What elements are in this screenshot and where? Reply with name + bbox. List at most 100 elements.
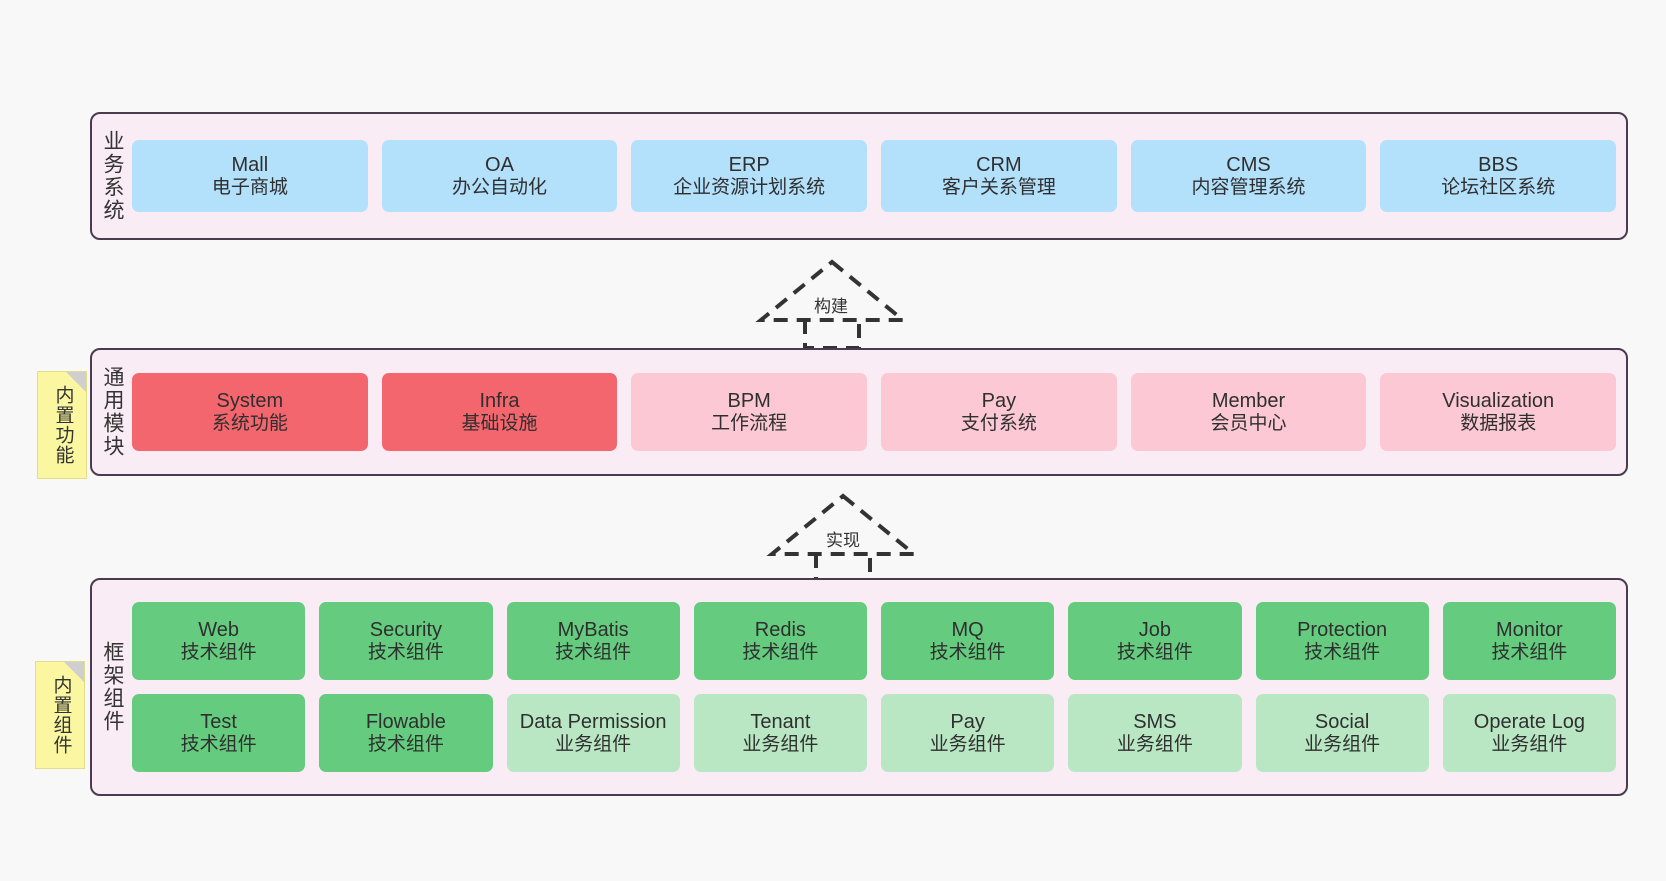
module-card-title: Operate Log: [1473, 710, 1585, 733]
module-card-subtitle: 技术组件: [1304, 641, 1381, 663]
module-card-title: Job: [1138, 618, 1171, 641]
module-card-web[interactable]: Web 技术组件: [132, 602, 306, 680]
module-card-title: Social: [1314, 710, 1370, 733]
note-label: 内置功能: [52, 385, 74, 465]
layer-row: System 系统功能 Infra 基础设施 BPM 工作流程 Pay 支付系统…: [132, 373, 1617, 451]
module-card-pay[interactable]: Pay 支付系统: [881, 373, 1117, 451]
module-card-subtitle: 电子商城: [211, 176, 288, 198]
module-card-title: SMS: [1133, 710, 1177, 733]
module-card-subtitle: 业务组件: [929, 733, 1006, 755]
module-card-job[interactable]: Job 技术组件: [1068, 602, 1242, 680]
module-card-subtitle: 技术组件: [929, 641, 1006, 663]
module-card-security[interactable]: Security 技术组件: [319, 602, 493, 680]
module-card-bbs[interactable]: BBS 论坛社区系统: [1380, 140, 1617, 212]
layer-body-framework: Web 技术组件 Security 技术组件 MyBatis 技术组件 Redi…: [132, 580, 1626, 794]
module-card-subtitle: 数据报表: [1460, 412, 1537, 434]
module-card-subtitle: 业务组件: [1116, 733, 1193, 755]
layer-row: Web 技术组件 Security 技术组件 MyBatis 技术组件 Redi…: [132, 602, 1616, 680]
module-card-subtitle: 技术组件: [1116, 641, 1193, 663]
note-builtin-component[interactable]: 内置组件: [35, 661, 85, 769]
module-card-sms[interactable]: SMS 业务组件: [1068, 694, 1242, 772]
module-card-protection[interactable]: Protection 技术组件: [1255, 602, 1429, 680]
module-card-pay-business[interactable]: Pay 业务组件: [881, 694, 1055, 772]
module-card-subtitle: 企业资源计划系统: [673, 176, 826, 198]
module-card-title: Protection: [1297, 618, 1388, 641]
module-card-cms[interactable]: CMS 内容管理系统: [1130, 140, 1367, 212]
layer-label-framework: 框架组件: [101, 641, 125, 733]
module-card-system[interactable]: System 系统功能: [132, 373, 368, 451]
layer-row: Test 技术组件 Flowable 技术组件 Data Permission …: [132, 694, 1616, 772]
module-card-title: Redis: [754, 618, 806, 641]
module-card-subtitle: 基础设施: [461, 412, 538, 434]
module-card-monitor[interactable]: Monitor 技术组件: [1442, 602, 1616, 680]
module-card-social[interactable]: Social 业务组件: [1255, 694, 1429, 772]
module-card-subtitle: 技术组件: [742, 641, 819, 663]
module-card-title: MyBatis: [557, 618, 629, 641]
module-card-title: Tenant: [750, 710, 811, 733]
generalization-triangle: [755, 259, 909, 322]
module-card-title: Flowable: [365, 710, 446, 733]
module-card-subtitle: 论坛社区系统: [1441, 176, 1556, 198]
module-card-title: Web: [198, 618, 239, 641]
connector-implement-label: 实现: [826, 531, 860, 550]
layer-body-module: System 系统功能 Infra 基础设施 BPM 工作流程 Pay 支付系统…: [132, 350, 1626, 474]
module-card-subtitle: 业务组件: [1304, 733, 1381, 755]
layer-label-business: 业务系统: [101, 130, 125, 222]
note-builtin-function[interactable]: 内置功能: [37, 371, 87, 479]
module-card-subtitle: 系统功能: [211, 412, 288, 434]
module-card-flowable[interactable]: Flowable 技术组件: [319, 694, 493, 772]
folded-corner-icon: [64, 662, 84, 682]
module-card-bpm[interactable]: BPM 工作流程: [631, 373, 868, 451]
module-card-crm[interactable]: CRM 客户关系管理: [881, 140, 1117, 212]
module-card-subtitle: 客户关系管理: [941, 176, 1056, 198]
module-card-subtitle: 技术组件: [555, 641, 632, 663]
module-card-infra[interactable]: Infra 基础设施: [381, 373, 618, 451]
module-card-title: OA: [485, 153, 514, 176]
module-card-subtitle: 业务组件: [555, 733, 632, 755]
module-card-tenant[interactable]: Tenant 业务组件: [693, 694, 867, 772]
module-card-title: CMS: [1226, 153, 1271, 176]
module-card-subtitle: 支付系统: [960, 412, 1037, 434]
module-card-erp[interactable]: ERP 企业资源计划系统: [631, 140, 868, 212]
layer-row: Mall 电子商城 OA 办公自动化 ERP 企业资源计划系统 CRM 客户关系…: [132, 140, 1617, 212]
module-card-title: MQ: [951, 618, 984, 641]
layer-common-modules[interactable]: 通用模块 System 系统功能 Infra 基础设施 BPM 工作流程 Pay…: [90, 348, 1628, 476]
module-card-title: Test: [200, 710, 237, 733]
module-card-title: BBS: [1478, 153, 1519, 176]
module-card-subtitle: 内容管理系统: [1191, 176, 1306, 198]
module-card-member[interactable]: Member 会员中心: [1130, 373, 1367, 451]
module-card-visualization[interactable]: Visualization 数据报表: [1380, 373, 1617, 451]
module-card-mq[interactable]: MQ 技术组件: [881, 602, 1055, 680]
module-card-redis[interactable]: Redis 技术组件: [693, 602, 867, 680]
module-card-operate-log[interactable]: Operate Log 业务组件: [1442, 694, 1616, 772]
module-card-subtitle: 业务组件: [1491, 733, 1568, 755]
layer-framework-components[interactable]: 框架组件 Web 技术组件 Security 技术组件 MyBatis 技术组件…: [90, 578, 1628, 796]
module-card-subtitle: 技术组件: [180, 733, 257, 755]
module-card-subtitle: 技术组件: [1491, 641, 1568, 663]
module-card-title: CRM: [976, 153, 1022, 176]
module-card-mall[interactable]: Mall 电子商城: [132, 140, 368, 212]
module-card-title: System: [216, 389, 284, 412]
module-card-title: Pay: [981, 389, 1017, 412]
module-card-subtitle: 办公自动化: [452, 176, 548, 198]
folded-corner-icon: [66, 372, 86, 392]
module-card-title: Data Permission: [519, 710, 667, 733]
module-card-subtitle: 会员中心: [1210, 412, 1287, 434]
module-card-oa[interactable]: OA 办公自动化: [381, 140, 618, 212]
module-card-title: Mall: [231, 153, 269, 176]
module-card-title: ERP: [728, 153, 770, 176]
module-card-subtitle: 工作流程: [711, 412, 788, 434]
connector-shaft: [803, 320, 861, 350]
layer-body-business: Mall 电子商城 OA 办公自动化 ERP 企业资源计划系统 CRM 客户关系…: [132, 114, 1626, 238]
generalization-triangle: [766, 493, 920, 556]
module-card-subtitle: 技术组件: [180, 641, 257, 663]
module-card-title: Visualization: [1442, 389, 1555, 412]
module-card-data-permission[interactable]: Data Permission 业务组件: [506, 694, 680, 772]
module-card-title: BPM: [727, 389, 771, 412]
layer-business-systems[interactable]: 业务系统 Mall 电子商城 OA 办公自动化 ERP 企业资源计划系统 CRM…: [90, 112, 1628, 240]
module-card-mybatis[interactable]: MyBatis 技术组件: [506, 602, 680, 680]
module-card-subtitle: 技术组件: [367, 641, 444, 663]
module-card-test[interactable]: Test 技术组件: [132, 694, 306, 772]
module-card-title: Monitor: [1496, 618, 1563, 641]
